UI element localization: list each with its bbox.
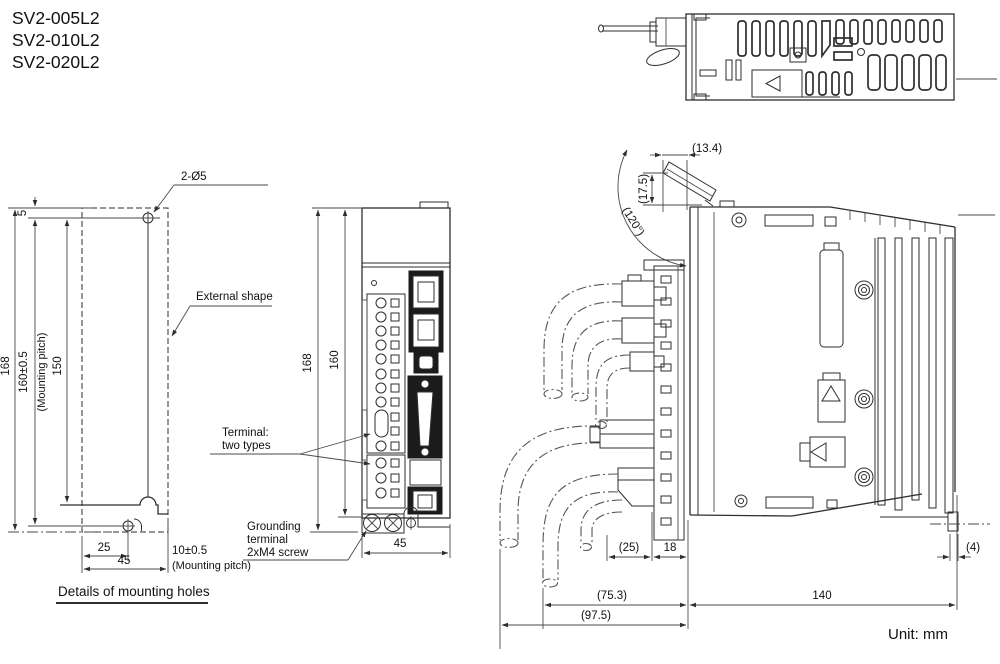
dim-mounting-pitch-h-note: (Mounting pitch) — [172, 560, 251, 572]
side-terminal-strip — [643, 259, 685, 541]
status-led — [371, 280, 377, 286]
unit-note: Unit: mm — [888, 626, 948, 643]
dim-mounting-pitch-v: 160±0.5 — [18, 351, 30, 393]
terminal-label-line2: two types — [222, 440, 271, 452]
terminal-block-upper — [361, 293, 406, 454]
dim-cable-clearance: (75.3) — [597, 590, 627, 602]
model-number-1: SV2-005L2 — [12, 8, 100, 28]
title-block: SV2-005L2 SV2-010L2 SV2-020L2 — [12, 8, 100, 72]
dim-cable-clearance-overall: (97.5) — [581, 610, 611, 622]
top-view-plug — [598, 17, 687, 66]
wire-loop — [646, 48, 680, 66]
external-shape-label: External shape — [196, 291, 273, 303]
external-shape-outline — [81, 207, 169, 533]
grounding-terminals — [361, 506, 450, 534]
flip-cover-open — [662, 161, 717, 207]
front-dim-width: 45 — [394, 538, 407, 550]
cable-curves — [499, 283, 631, 588]
side-face-details — [731, 212, 874, 509]
arrow-mark-box — [751, 69, 803, 98]
rail-release-left-arrow-icon — [810, 442, 827, 462]
dim-inner-height: 150 — [52, 356, 64, 375]
dim-terminal-depth: 18 — [664, 542, 677, 554]
rail-release-up-arrow-icon — [821, 385, 841, 402]
chamfer-hatching — [849, 210, 941, 234]
encoder-port — [407, 486, 443, 515]
front-view: 168 160 45 Terminal: two types Grounding… — [210, 201, 451, 561]
dim-rail-hook: (4) — [966, 542, 980, 554]
dim-cover-height: (17.5) — [638, 174, 650, 204]
heatsink-fins — [874, 237, 954, 514]
usb-port — [413, 351, 439, 374]
mounting-detail-caption: Details of mounting holes — [58, 584, 210, 599]
plugged-connectors — [589, 274, 667, 507]
dim-body-depth: 140 — [812, 590, 831, 602]
dim-mounting-pitch-h: 10±0.5 — [172, 545, 207, 557]
dim-mounting-pitch-v-note: (Mounting pitch) — [36, 333, 48, 412]
mounting-holes-view: 5 168 160±0.5 (Mounting pitch) 150 25 45… — [0, 171, 273, 604]
top-vent-slots — [737, 19, 947, 96]
dim-overall-width: 45 — [118, 555, 131, 567]
triangle-mark-icon — [764, 75, 781, 92]
dim-hole-x: 25 — [98, 542, 111, 554]
front-dim-body-height: 160 — [329, 350, 341, 369]
dim-connector-depth: (25) — [619, 542, 640, 554]
model-number-3: SV2-020L2 — [12, 52, 100, 72]
terminal-block-lower — [361, 454, 406, 509]
top-body-outline — [685, 13, 955, 101]
dim-cover-depth: (13.4) — [692, 143, 722, 155]
io-connector — [407, 375, 443, 459]
side-view: (13.4) (17.5) (120°) (25) 18 (75.3) 140 … — [499, 143, 995, 649]
din-rail-hook — [930, 511, 990, 532]
grounding-label-line3: 2xM4 screw — [247, 547, 309, 559]
hole-callout-label: 2-Ø5 — [181, 171, 207, 183]
dim-top-offset: 5 — [17, 210, 29, 216]
top-view — [598, 13, 997, 101]
dim-overall-height: 168 — [0, 356, 12, 375]
bottom-slot-outline — [60, 496, 168, 515]
ethernet-ports — [408, 270, 444, 353]
terminal-label-line1: Terminal: — [222, 427, 269, 439]
front-dim-overall-height: 168 — [302, 353, 314, 372]
grounding-label-line2: terminal — [247, 534, 288, 546]
grounding-label-line1: Grounding — [247, 521, 301, 533]
model-number-2: SV2-010L2 — [12, 30, 100, 50]
